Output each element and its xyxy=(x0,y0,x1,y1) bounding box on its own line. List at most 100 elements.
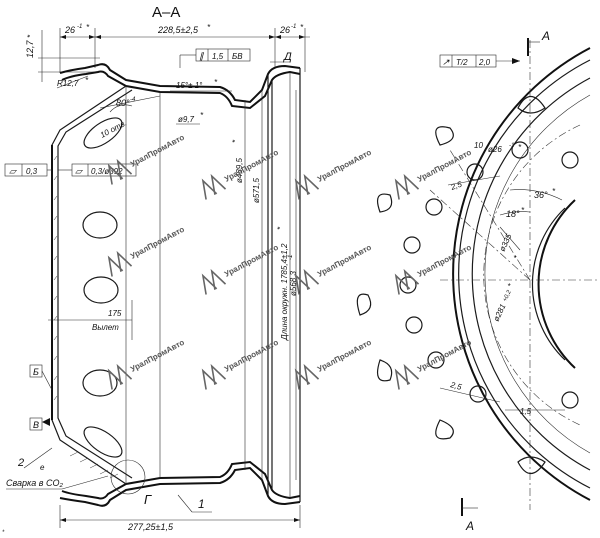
dim-spec-label: 10 xyxy=(474,141,483,150)
dim-top-width: 228,5±2,5 xyxy=(157,25,199,35)
watermark-text: УралПромАвто xyxy=(416,243,473,279)
dim-bottom-width: 277,25±1,5 xyxy=(127,522,174,532)
dim-vent-label: Вылет xyxy=(92,323,119,332)
svg-text:+0,2: +0,2 xyxy=(502,289,513,303)
svg-text:*: * xyxy=(512,253,522,260)
watermark-logo-icon xyxy=(107,250,133,277)
watermark-text: УралПромАвто xyxy=(316,243,373,279)
dim-left-height: 12,7 xyxy=(25,39,35,58)
dim-face-15: 1,5 xyxy=(520,407,532,416)
tolerance-frames-left: ▱ 0,3 ▱ 0,3/ø392 xyxy=(4,163,137,177)
watermark-tile: УралПромАвто xyxy=(394,243,473,295)
watermark-tile: УралПромАвто xyxy=(294,243,373,295)
watermark-logo-icon xyxy=(294,268,320,295)
svg-text:↗: ↗ xyxy=(442,57,450,67)
svg-text:-1: -1 xyxy=(509,143,514,149)
rim-cross-section xyxy=(51,63,301,507)
dim-top-width-star: * xyxy=(207,23,211,32)
dim-outer-dia: ø568,3 xyxy=(289,271,298,296)
datum-b: Б xyxy=(33,367,39,377)
watermark-text: УралПромАвто xyxy=(129,133,186,169)
corner-star: * xyxy=(2,530,5,536)
watermark-logo-icon xyxy=(201,363,227,390)
part-number: 1 xyxy=(198,497,205,511)
dim-center-bore: ø281 xyxy=(492,303,508,323)
dim-vent-height: 175 xyxy=(108,309,122,318)
rim-front-view xyxy=(356,40,600,510)
watermark-logo-icon xyxy=(107,363,133,390)
weld-note: 2 e Сварка в CO₂ 1 xyxy=(6,447,212,513)
section-mark-bottom: А xyxy=(465,519,474,533)
dim-radius-star: * xyxy=(85,76,89,85)
dim-face-25b: 2,5 xyxy=(449,380,464,392)
dim-top-right: 26 xyxy=(279,25,290,35)
dim-inner-dia-1: ø489,5 xyxy=(235,158,244,183)
watermark-logo-icon xyxy=(107,158,133,185)
dim-face-25a: 2,5 xyxy=(449,179,464,192)
svg-text:*: * xyxy=(552,187,556,196)
svg-text:*: * xyxy=(214,78,218,87)
svg-text:*: * xyxy=(506,281,516,288)
watermark-tile: УралПромАвто xyxy=(294,338,373,390)
svg-text:▱: ▱ xyxy=(9,166,17,176)
svg-text:1,5: 1,5 xyxy=(212,52,224,61)
dim-angle-18: 18° xyxy=(506,209,520,219)
svg-text:*: * xyxy=(518,143,522,152)
watermark-text: УралПромАвто xyxy=(316,338,373,374)
watermark-tile: УралПромАвто xyxy=(394,338,473,390)
datum-v: В xyxy=(33,420,39,430)
watermark-logo-icon xyxy=(294,173,320,200)
watermark-logo-icon xyxy=(201,173,227,200)
top-dimensions: 26 -1 * 228,5±2,5 * 26 -1 * xyxy=(59,23,310,73)
datum-g: Г xyxy=(144,492,152,507)
dim-bolt-hole: ø26 xyxy=(488,145,502,154)
svg-text:2,0: 2,0 xyxy=(478,58,491,67)
svg-text:*: * xyxy=(521,206,525,215)
dim-top-left: 26 xyxy=(64,25,75,35)
watermark-tile: УралПромАвто xyxy=(294,148,373,200)
weld-text: Сварка в CO₂ xyxy=(6,478,63,488)
svg-text:*: * xyxy=(276,226,285,230)
watermark-tile: УралПромАвто xyxy=(201,243,280,295)
watermark-text: УралПромАвто xyxy=(129,338,186,374)
dim-top-right-tol: -1 xyxy=(291,24,296,30)
svg-text:-4: -4 xyxy=(130,97,136,103)
svg-text:0,3: 0,3 xyxy=(26,167,38,176)
dim-outer-length: Длина окружн. 1785,4±1,2 xyxy=(280,243,289,341)
watermark-logo-icon xyxy=(294,363,320,390)
section-mark-top: А xyxy=(541,29,550,43)
dim-top-left-star: * xyxy=(86,23,90,32)
svg-text:∥: ∥ xyxy=(199,51,205,61)
dim-top-left-tol: -1 xyxy=(77,24,82,30)
dim-angle-36: 36° xyxy=(534,190,548,200)
watermark-logo-icon xyxy=(394,268,420,295)
datum-markers: Б В Г xyxy=(29,364,152,507)
dim-top-right-star: * xyxy=(300,23,304,32)
svg-text:-1: -1 xyxy=(288,255,294,260)
dim-hole-dia: ø9,7 xyxy=(178,115,195,124)
dim-flange-angle: 80° xyxy=(116,98,130,108)
left-height-dimension: 12,7 * R12,7 * xyxy=(25,30,100,89)
dim-left-height-star: * xyxy=(26,34,35,38)
svg-text:0,3/ø392: 0,3/ø392 xyxy=(91,167,123,176)
watermark-text: УралПромАвто xyxy=(316,148,373,184)
svg-text:*: * xyxy=(231,139,240,143)
svg-text:*: * xyxy=(200,111,204,120)
section-title: А–А xyxy=(152,4,180,21)
watermark-tile: УралПромАвто xyxy=(394,148,473,200)
watermark-text: УралПромАвто xyxy=(416,148,473,184)
tolerance-frame-flange: ∥ 1,5 БВ Д xyxy=(179,48,292,68)
svg-text:▱: ▱ xyxy=(75,166,83,176)
datum-d: Д xyxy=(282,51,292,63)
watermark-text: УралПромАвто xyxy=(416,338,473,374)
svg-text:БВ: БВ xyxy=(232,52,243,61)
watermark-logo-icon xyxy=(394,173,420,200)
weld-number: 2 xyxy=(17,457,24,469)
watermark-tile: УралПромАвто xyxy=(201,148,280,200)
dim-inner-dia-2: ø571,5 xyxy=(252,178,261,203)
watermark-logo-icon xyxy=(394,363,420,390)
weld-symbol: e xyxy=(40,463,45,472)
watermark-tile: УралПромАвто xyxy=(201,338,280,390)
watermark-logo-icon xyxy=(201,268,227,295)
